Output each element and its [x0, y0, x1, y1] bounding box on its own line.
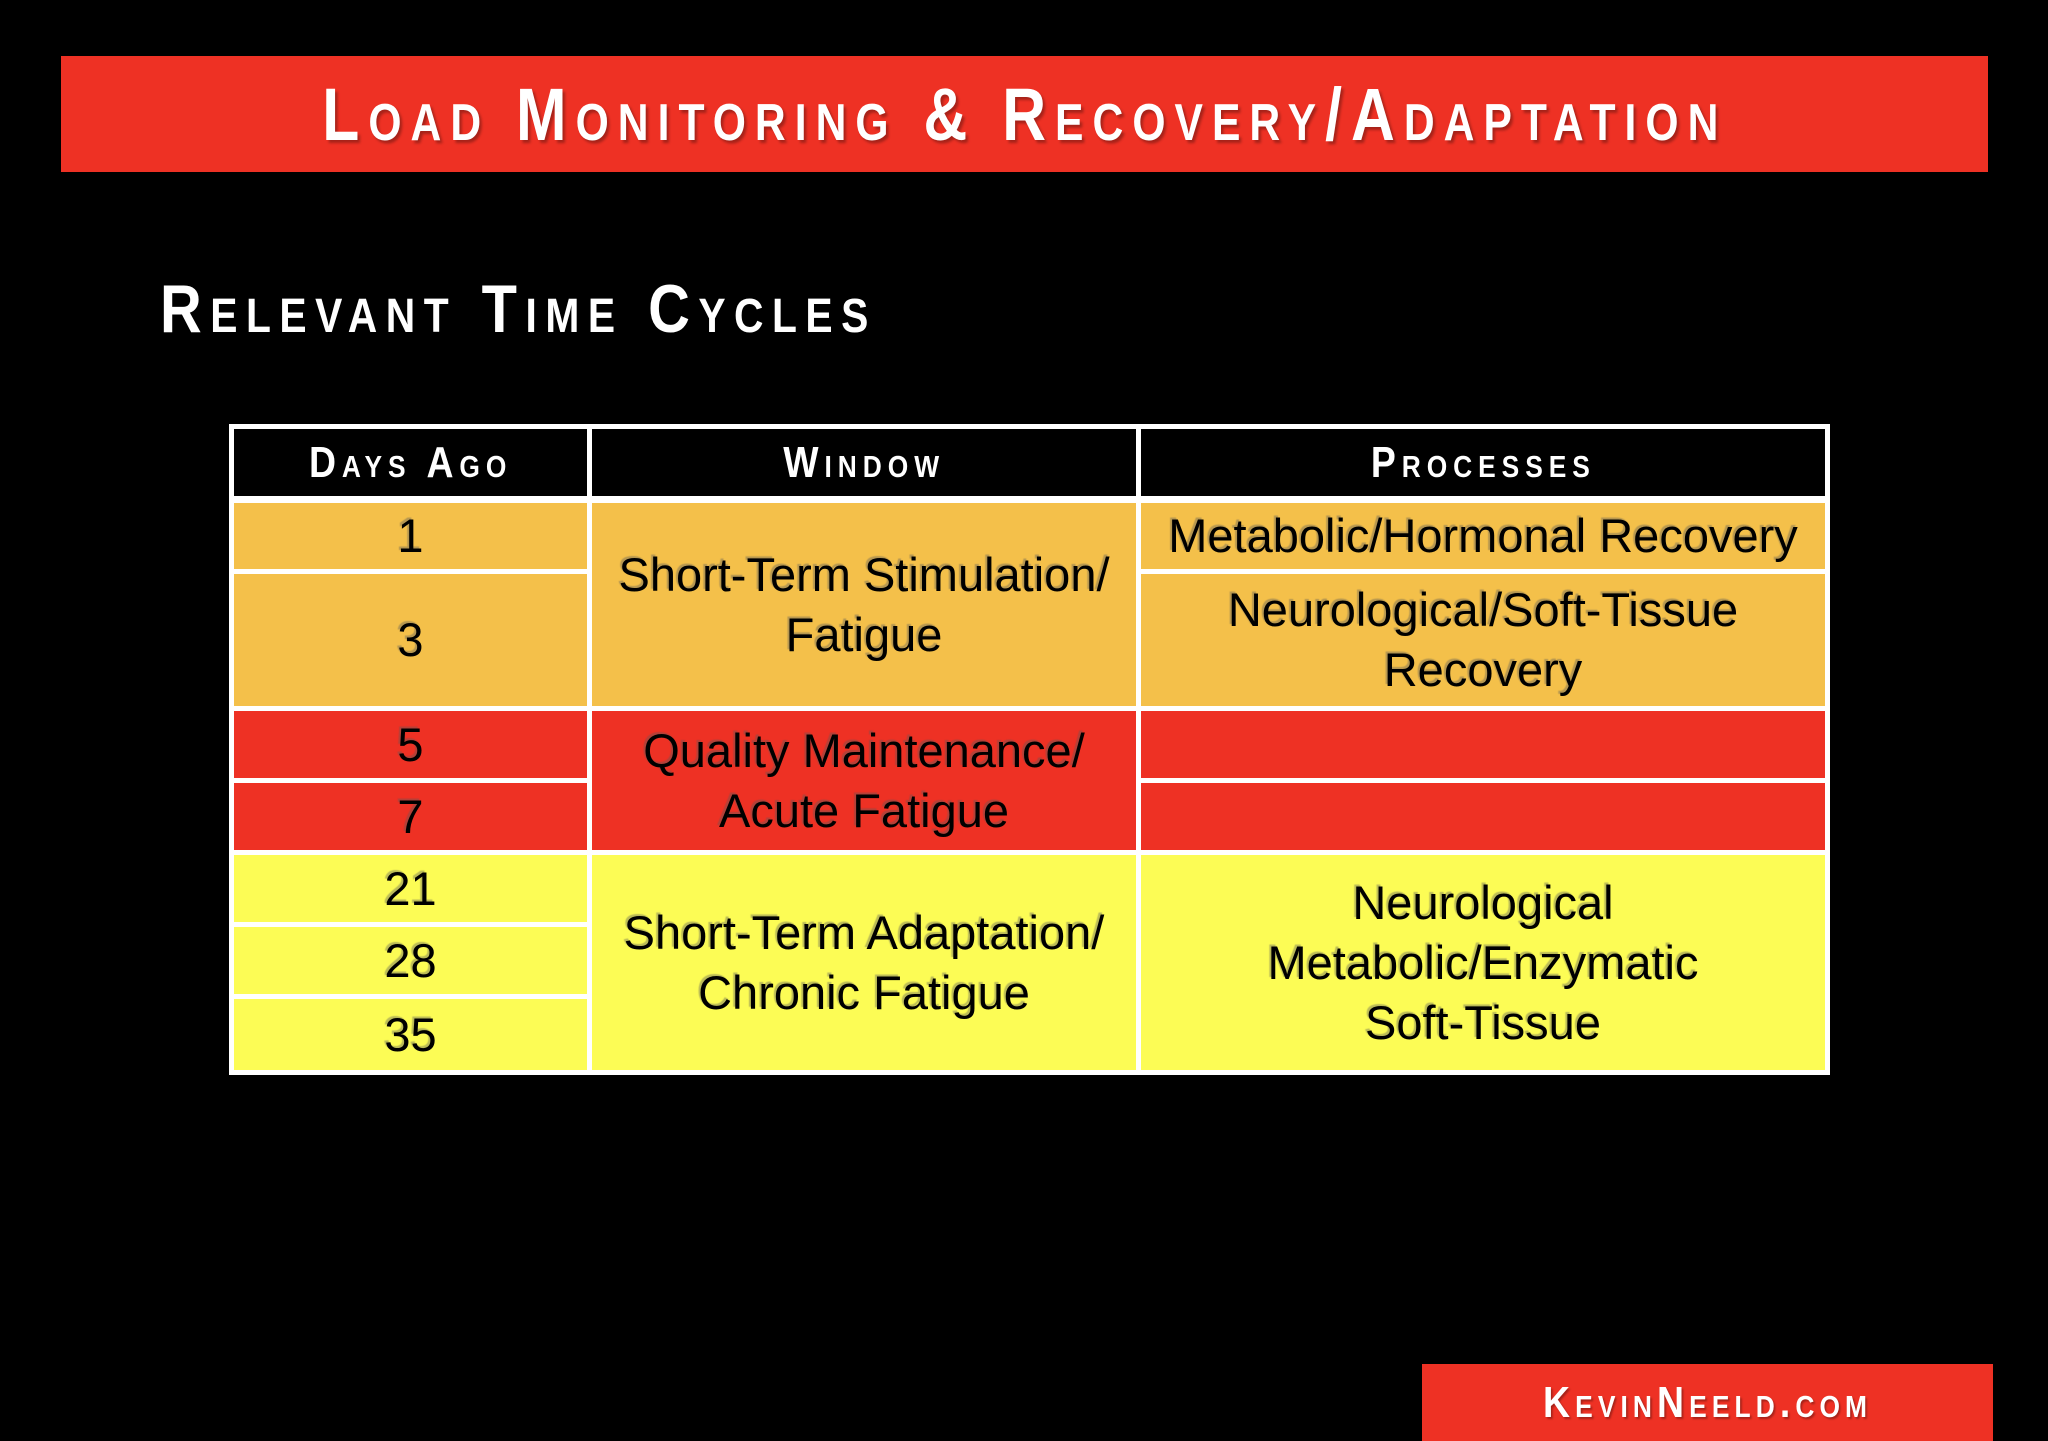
process-cell: Neurological/Soft-Tissue Recovery	[1136, 569, 1830, 711]
slide-subtitle-wrap: Relevant Time Cycles	[160, 270, 1003, 348]
window-cell: Quality Maintenance/ Acute Fatigue	[587, 706, 1141, 855]
table-row: 28	[229, 922, 1828, 999]
window-line: Quality Maintenance/	[643, 723, 1085, 777]
window-cell: Short-Term Adaptation/ Chronic Fatigue	[587, 850, 1141, 1075]
column-header-label: Processes	[1370, 437, 1596, 487]
process-cell-empty	[1136, 706, 1830, 783]
process-line: Neurological/Soft-Tissue	[1227, 583, 1739, 636]
slide-subtitle: Relevant Time Cycles	[160, 271, 877, 347]
process-line: Metabolic/Hormonal Recovery	[1168, 509, 1798, 562]
footer-site-text: KevinNeeld.com	[1542, 1377, 1873, 1427]
table-row: 35	[229, 994, 1828, 1075]
column-header-label: Window	[783, 437, 945, 487]
title-banner: Load Monitoring & Recovery/Adaptation	[61, 56, 1988, 172]
time-cycles-table: Days Ago Window Processes 1 Short-Term S…	[229, 424, 1830, 1075]
column-header-label: Days Ago	[308, 437, 513, 487]
days-ago-cell: 35	[229, 994, 592, 1075]
days-ago-cell: 28	[229, 922, 592, 999]
column-header-days-ago: Days Ago	[229, 424, 592, 503]
column-header-window: Window	[587, 424, 1141, 503]
window-line: Fatigue	[785, 607, 943, 661]
window-cell: Short-Term Stimulation/ Fatigue	[587, 497, 1141, 711]
process-cell: Neurological Metabolic/Enzymatic Soft-Ti…	[1136, 850, 1830, 1075]
days-ago-cell: 3	[229, 569, 592, 711]
table-row: 21 Short-Term Adaptation/ Chronic Fatigu…	[229, 850, 1830, 1075]
table-row: 5 Quality Maintenance/ Acute Fatigue	[229, 706, 1830, 855]
table-header-row: Days Ago Window Processes	[229, 424, 1830, 503]
footer-banner: KevinNeeld.com	[1422, 1364, 1993, 1441]
days-ago-cell: 1	[229, 497, 592, 574]
process-line: Neurological	[1352, 875, 1614, 929]
table-row: 7	[229, 778, 1830, 855]
table-row: 3 Neurological/Soft-Tissue Recovery	[229, 569, 1830, 711]
process-line: Soft-Tissue	[1365, 995, 1601, 1049]
window-line: Short-Term Stimulation/	[618, 547, 1110, 601]
process-line: Metabolic/Enzymatic	[1267, 935, 1699, 989]
window-line: Chronic Fatigue	[698, 965, 1030, 1019]
slide-title: Load Monitoring & Recovery/Adaptation	[321, 72, 1728, 156]
days-ago-cell: 5	[229, 706, 592, 783]
process-cell-empty	[1136, 778, 1830, 855]
column-header-processes: Processes	[1136, 424, 1830, 503]
days-ago-cell: 7	[229, 778, 592, 855]
table-row: 1 Short-Term Stimulation/ Fatigue Metabo…	[229, 497, 1830, 711]
process-cell: Metabolic/Hormonal Recovery	[1136, 497, 1830, 574]
window-line: Acute Fatigue	[718, 783, 1009, 837]
process-line: Recovery	[1383, 643, 1583, 696]
days-ago-cell: 21	[229, 850, 592, 927]
window-line: Short-Term Adaptation/	[623, 905, 1105, 959]
